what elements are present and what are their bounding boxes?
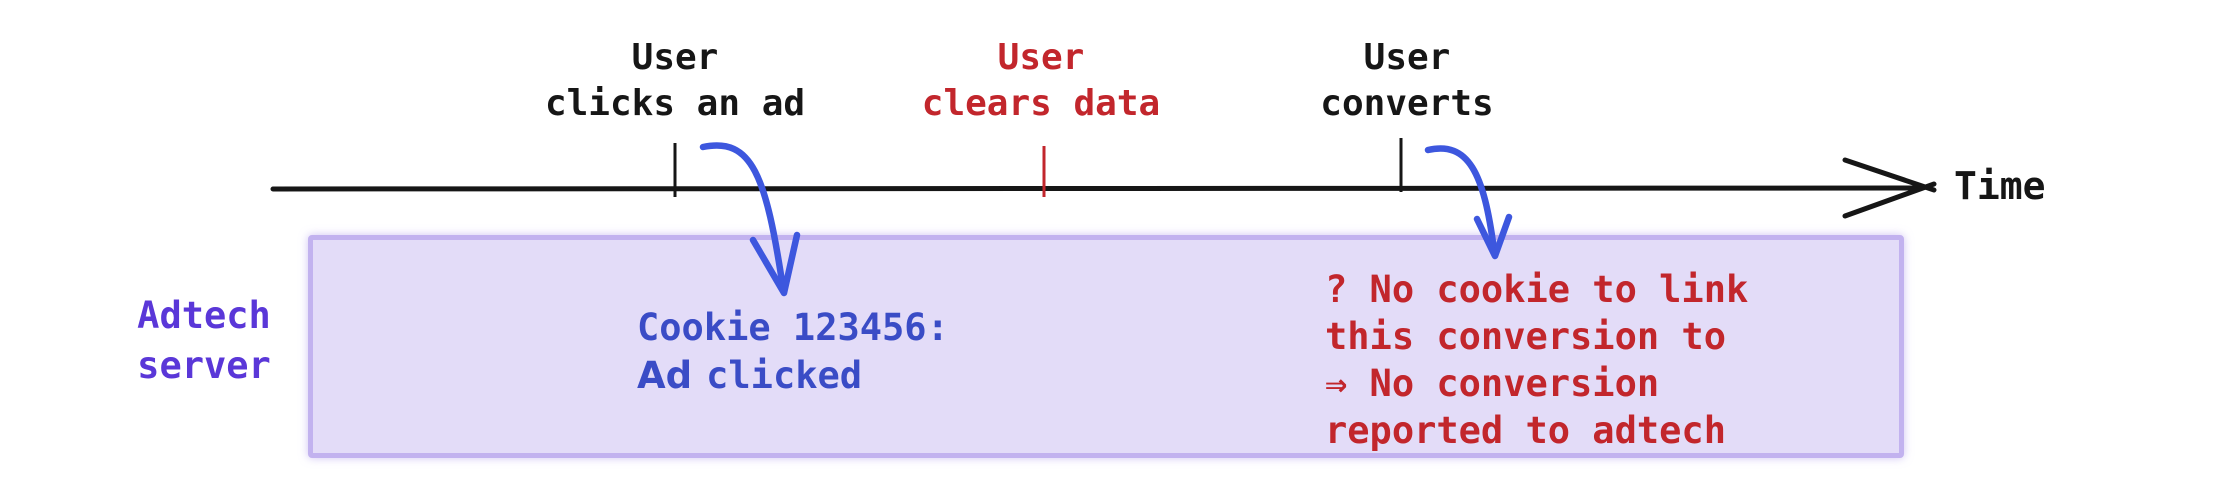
arrow-click-to-cookie bbox=[699, 142, 801, 297]
cookie-note-line: Cookie 123456: bbox=[637, 306, 949, 349]
event-label-line: User bbox=[1363, 37, 1451, 78]
arrow-click-to-cookie-head bbox=[749, 231, 801, 297]
event-label-line: clicks an ad bbox=[544, 83, 806, 124]
event-label-line: converts bbox=[1320, 83, 1494, 124]
arrow-convert-to-note bbox=[1424, 145, 1513, 260]
time-axis-line bbox=[270, 185, 1925, 192]
arrow-convert-to-note-head bbox=[1473, 213, 1513, 260]
event-label-line: User bbox=[997, 37, 1085, 78]
adtech-server-box bbox=[308, 235, 1904, 458]
no-conversion-note-line: ? No cookie to link bbox=[1325, 268, 1749, 311]
cookie-note-word-clicked: clicked bbox=[706, 354, 863, 397]
arrow-click-to-cookie-shaft bbox=[699, 142, 787, 292]
adtech-server-label-line: Adtech bbox=[137, 294, 271, 337]
adtech-server-label: Adtech server bbox=[137, 291, 271, 391]
event-label-user-clicks-ad: User clicks an ad bbox=[545, 35, 805, 127]
event-label-line: User bbox=[631, 37, 719, 78]
event-label-line: clears data bbox=[921, 83, 1161, 124]
event-label-user-converts: User converts bbox=[1320, 35, 1493, 127]
adtech-server-label-line: server bbox=[137, 344, 271, 387]
no-conversion-note: ? No cookie to link this conversion to ⇒… bbox=[1325, 266, 1748, 454]
time-axis-arrowhead-lower bbox=[1842, 181, 1937, 219]
cookie-note-line: Ad clicked bbox=[637, 352, 949, 400]
arrow-convert-to-note-shaft bbox=[1424, 145, 1498, 254]
no-conversion-note-line: this conversion to bbox=[1325, 315, 1726, 358]
cookie-note-word-ad: Ad bbox=[637, 354, 693, 397]
no-conversion-note-line: reported to adtech bbox=[1325, 409, 1726, 452]
cookie-logged-note: Cookie 123456: Ad clicked bbox=[637, 304, 949, 400]
time-axis-label: Time bbox=[1954, 164, 2046, 208]
event-label-user-clears-data: User clears data bbox=[922, 35, 1160, 127]
time-axis-arrowhead-upper bbox=[1842, 157, 1937, 193]
no-conversion-note-line: ⇒ No conversion bbox=[1325, 362, 1660, 405]
